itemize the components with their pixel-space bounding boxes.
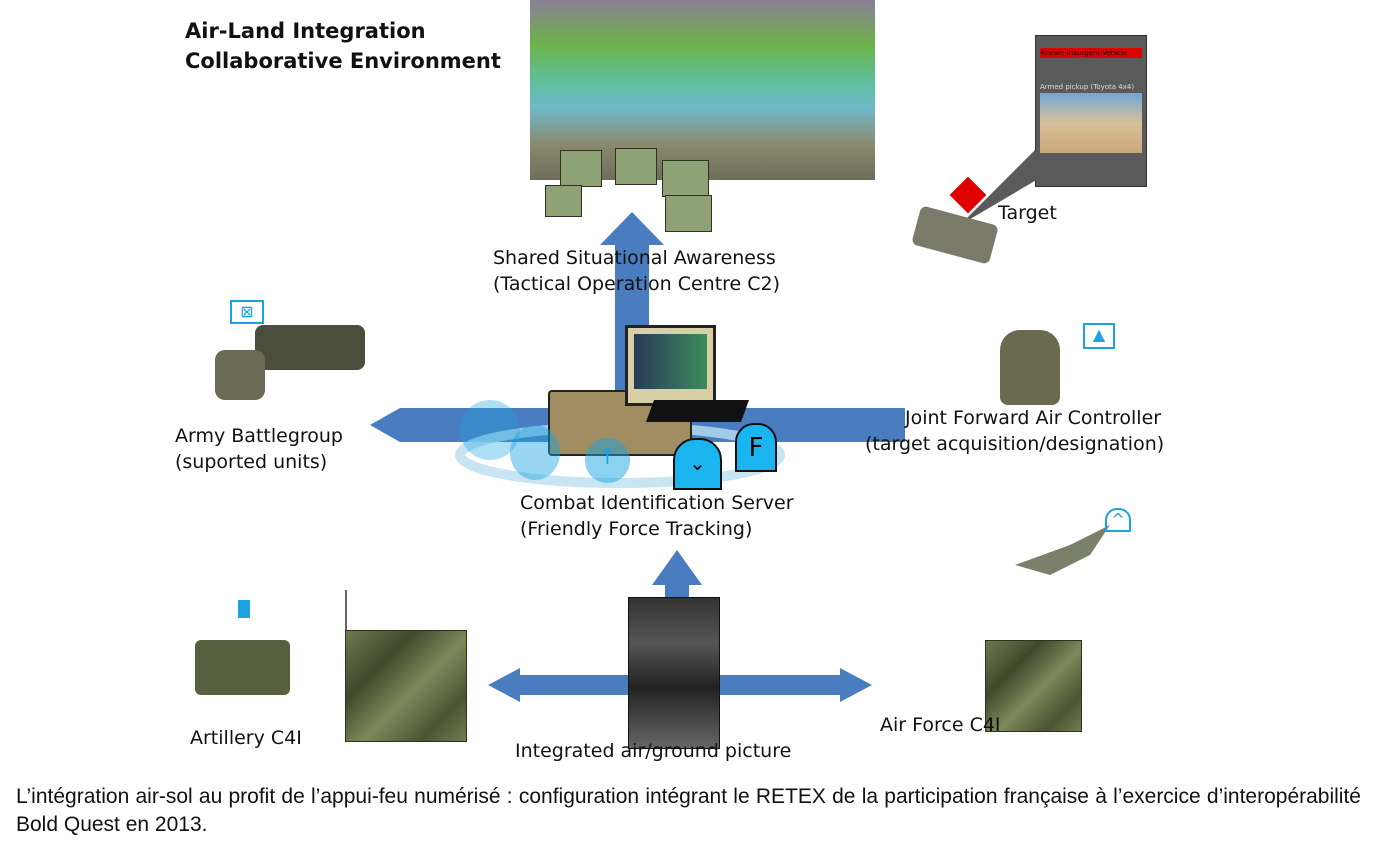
title-line-1: Air-Land Integration xyxy=(185,19,426,43)
friendly-air-symbol-icon: ⌄ xyxy=(673,438,722,490)
fac-symbol-label: F xyxy=(748,433,764,463)
target-label: Target xyxy=(998,202,1057,224)
up-arrow-picture xyxy=(652,550,702,610)
artillery-shelter-icon xyxy=(345,630,467,742)
airforce-shelter-icon xyxy=(985,640,1082,732)
card-subtitle: Armed pickup (Toyota 4x4) xyxy=(1040,83,1135,91)
shelter-icon xyxy=(615,148,657,185)
friendly-up-arrow-icon: ↑ xyxy=(585,438,630,483)
c2-line-1: Shared Situational Awareness xyxy=(493,247,776,269)
server-line-1: Combat Identification Server xyxy=(520,492,794,514)
tank-icon xyxy=(255,325,365,370)
jfac-label: Joint Forward Air Controller (target acq… xyxy=(865,405,1164,457)
shelter-icon xyxy=(560,150,602,187)
friendly-unit-bubble-icon xyxy=(510,425,560,480)
card-header: Known Insurgent Vehicle xyxy=(1040,48,1142,58)
fighter-jet-icon xyxy=(1015,525,1110,575)
soldiers-icon xyxy=(215,350,265,400)
artillery-symbol-icon xyxy=(238,600,250,618)
callout-pointer xyxy=(960,150,1045,225)
pickup-photo xyxy=(1040,93,1142,153)
army-label: Army Battlegroup (suported units) xyxy=(175,423,343,475)
c2-line-2: (Tactical Operation Centre C2) xyxy=(493,273,781,295)
friendly-unit-bubble-icon xyxy=(460,400,520,460)
picture-label: Integrated air/ground picture xyxy=(515,740,792,762)
artillery-label: Artillery C4I xyxy=(190,727,302,749)
diagram-title: Air-Land Integration Collaborative Envir… xyxy=(185,16,501,76)
shelter-icon xyxy=(662,160,709,197)
jtac-symbol-icon: ▲ xyxy=(1083,323,1115,349)
air-symbol-icon: ^ xyxy=(1105,508,1131,532)
target-info-card: Known Insurgent Vehicle Armed pickup (To… xyxy=(1035,35,1147,187)
shelter-icon xyxy=(665,195,712,232)
fac-symbol-icon: F xyxy=(735,423,777,472)
jfac-line-2: (target acquisition/designation) xyxy=(865,433,1165,455)
shelter-icon xyxy=(545,185,582,217)
title-line-2: Collaborative Environment xyxy=(185,49,501,73)
laptop-screen-icon xyxy=(625,325,716,406)
figure-caption: L’intégration air-sol au profit de l’app… xyxy=(16,785,1361,836)
army-line-2: (suported units) xyxy=(175,451,328,473)
armored-infantry-symbol-icon: ⊠ xyxy=(230,300,264,324)
airforce-label: Air Force C4I xyxy=(880,714,1001,736)
army-line-1: Army Battlegroup xyxy=(175,425,343,447)
artillery-vehicle-icon xyxy=(195,640,290,695)
server-label: Combat Identification Server (Friendly F… xyxy=(520,490,794,542)
server-line-2: (Friendly Force Tracking) xyxy=(520,518,753,540)
jtac-soldier-icon xyxy=(1000,330,1060,405)
jfac-line-1: Joint Forward Air Controller xyxy=(905,407,1162,429)
c2-label: Shared Situational Awareness (Tactical O… xyxy=(493,245,780,297)
server-rack-icon xyxy=(628,597,720,749)
keyboard-icon xyxy=(645,400,750,422)
